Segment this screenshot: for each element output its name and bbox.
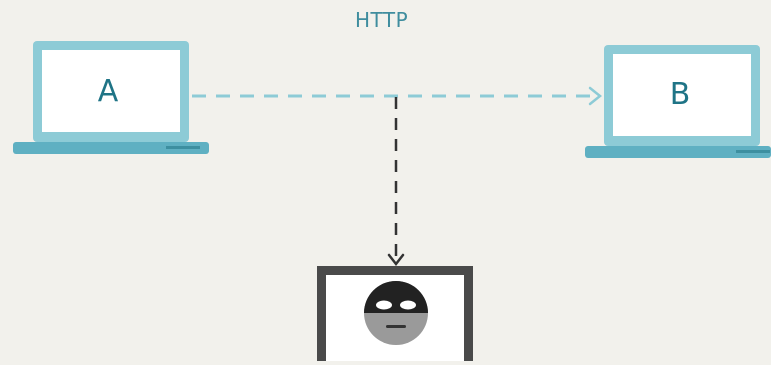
node-label-b: B [669, 77, 691, 112]
node-label-a: A [97, 74, 119, 109]
laptop-a [13, 41, 209, 154]
attacker-monitor [317, 266, 473, 361]
laptop-b-base [585, 146, 771, 158]
laptop-a-screen [42, 50, 180, 132]
intercept-arrow-head-icon [387, 253, 405, 267]
laptop-b [585, 45, 771, 158]
laptop-b-screen [613, 54, 751, 136]
protocol-label: HTTP [355, 8, 409, 32]
laptop-a-port-detail [166, 146, 200, 149]
arrow-head-icon [588, 86, 603, 106]
masked-hacker-icon [364, 281, 428, 345]
laptop-a-base [13, 142, 209, 154]
laptop-b-port-detail [736, 150, 770, 153]
